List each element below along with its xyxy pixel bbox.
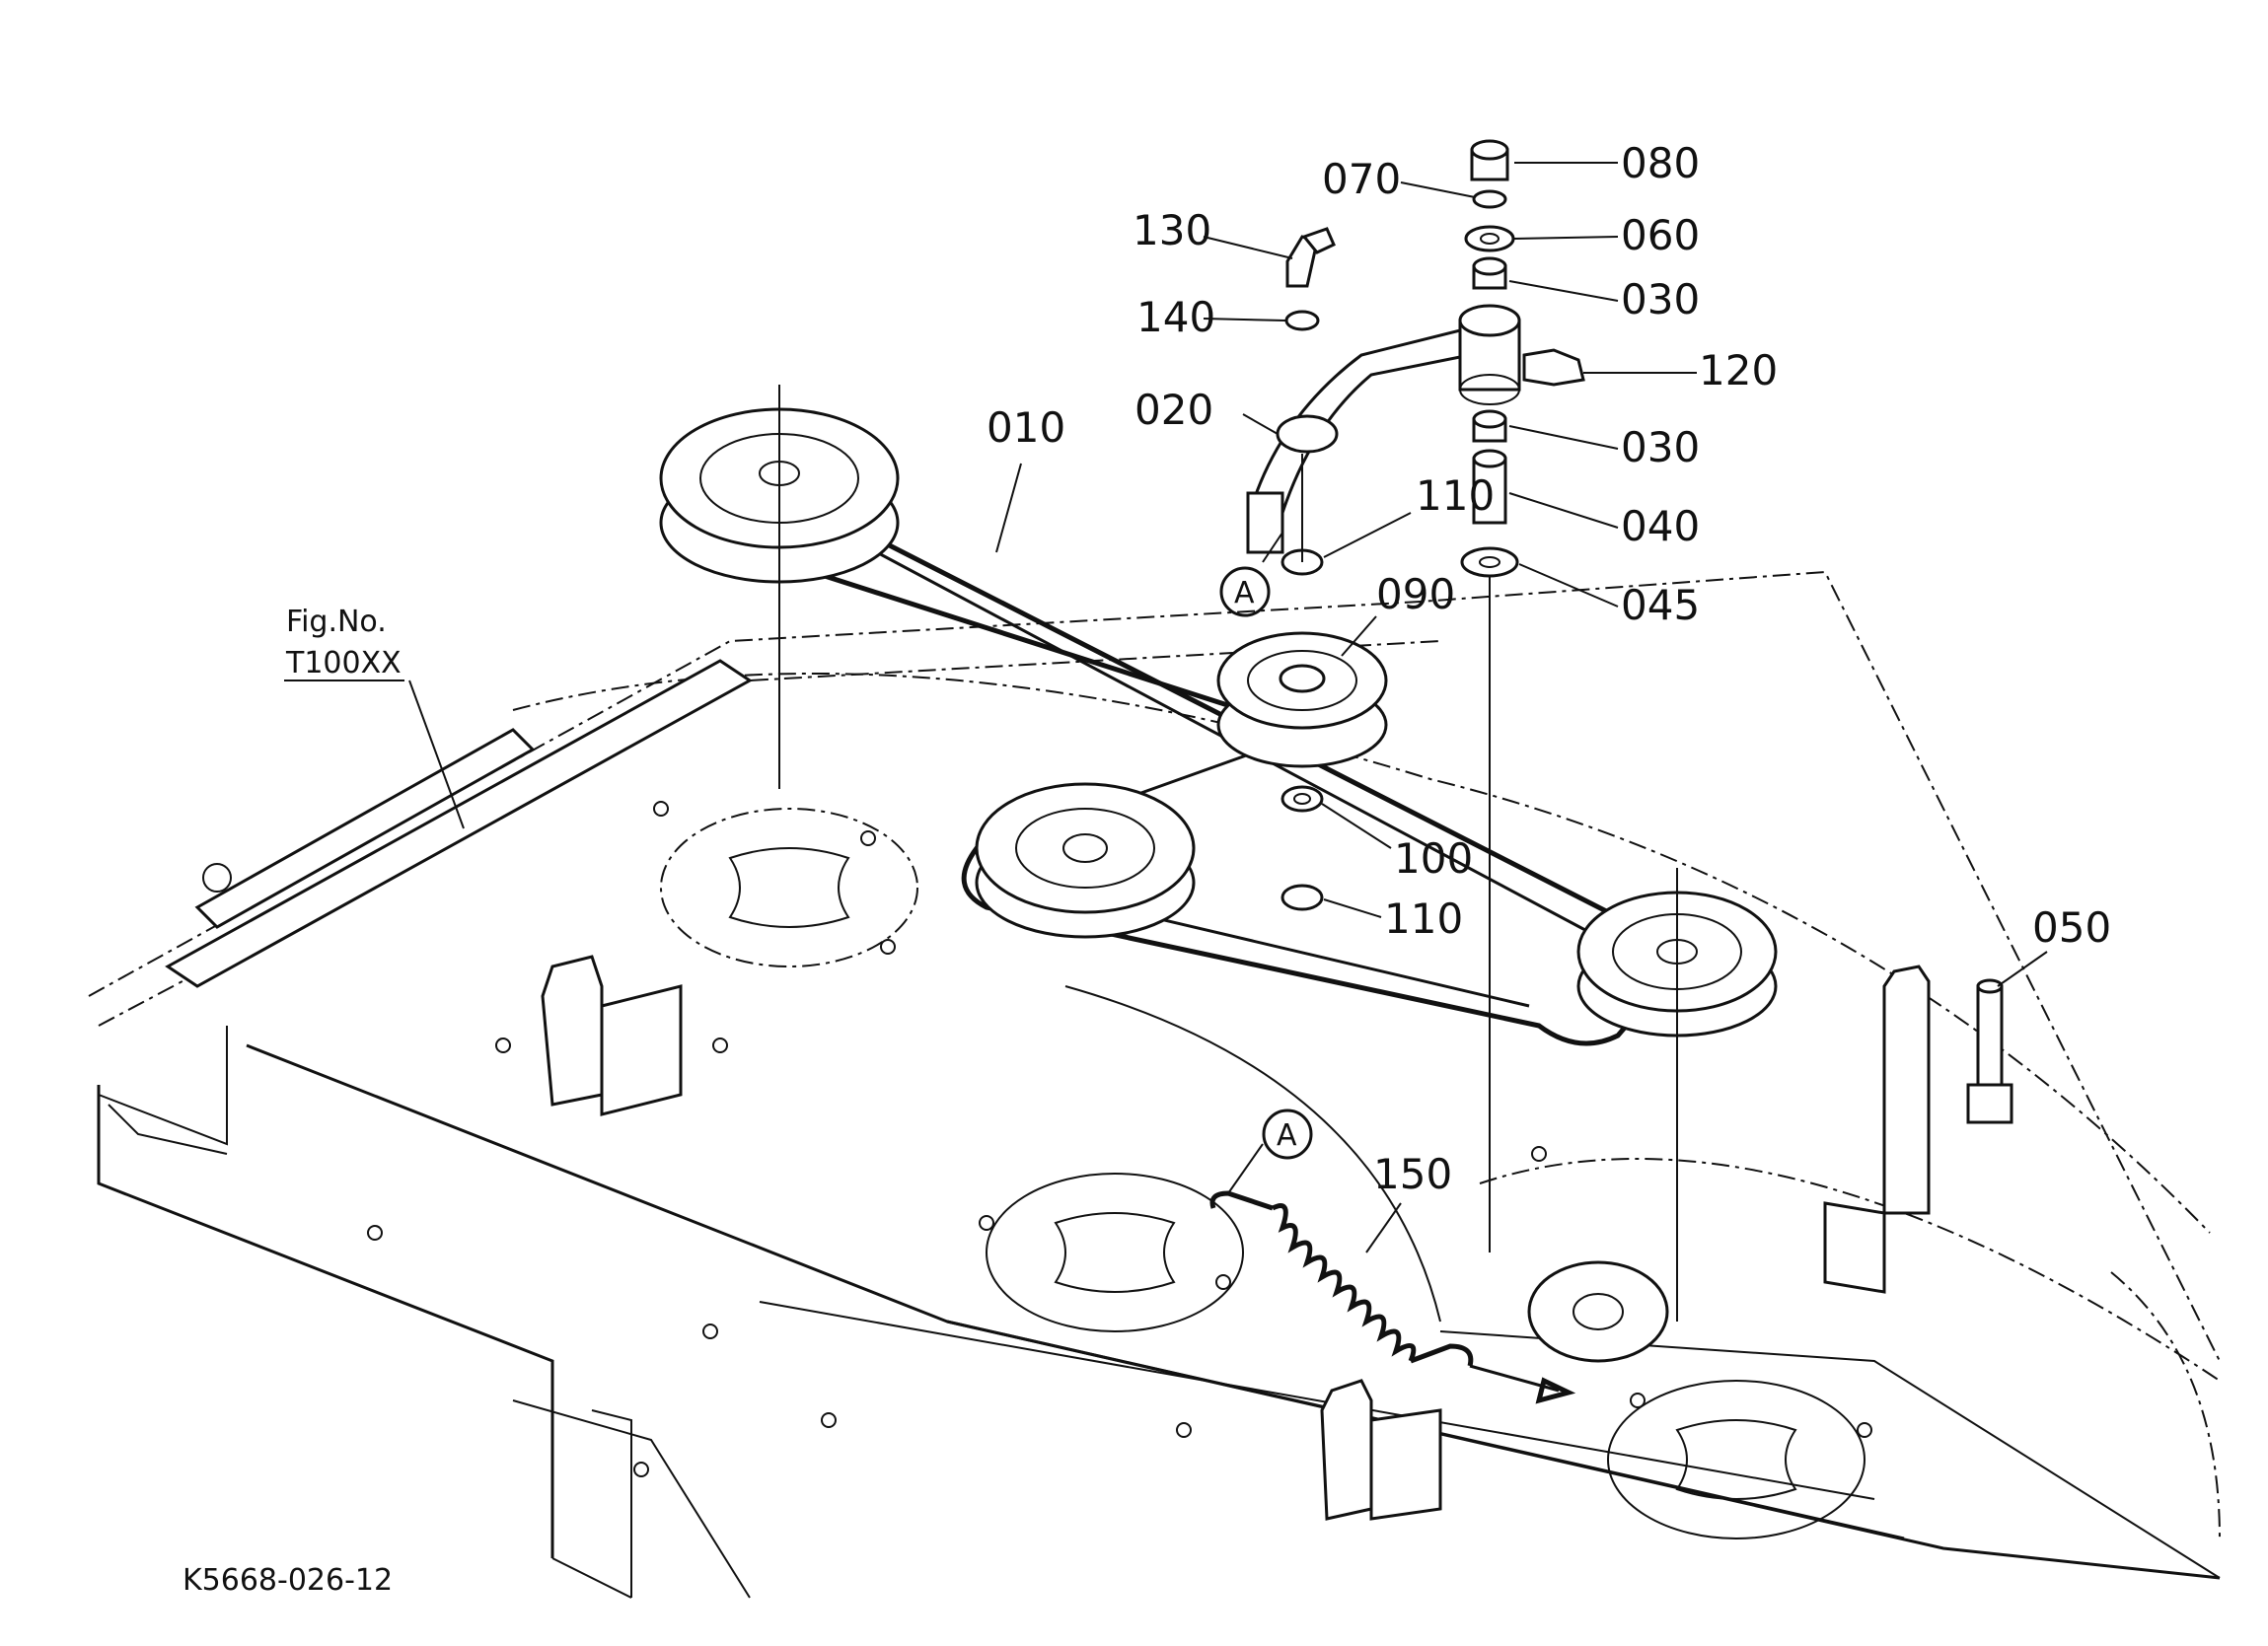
pulley-center (975, 782, 1196, 939)
bushing-030-upper (1472, 256, 1507, 290)
snap-ring-lower (1280, 884, 1324, 911)
label-050: 050 (2032, 903, 2111, 952)
fig-ref-title: Fig.No. (286, 605, 387, 639)
washer-070 (1472, 189, 1507, 209)
label-010: 010 (987, 403, 1065, 452)
grease-fitting-120 (1522, 348, 1585, 387)
label-060: 060 (1621, 211, 1700, 259)
mower-deck (88, 570, 2221, 1599)
label-070: 070 (1322, 155, 1401, 203)
label-120: 120 (1699, 346, 1778, 394)
callout-a-upper: A (1219, 566, 1271, 617)
gearbox-hub (1527, 1260, 1669, 1363)
bushing-030-lower (1472, 409, 1507, 443)
collar-040 (1472, 449, 1507, 525)
deck-bracket-right (1823, 965, 1931, 1294)
fig-ref-number: T100XX (285, 646, 402, 680)
deck-bracket-left (541, 955, 683, 1116)
callout-a-upper-text: A (1234, 576, 1255, 610)
bolt-050 (1966, 978, 2013, 1124)
label-110-lower: 110 (1384, 895, 1463, 943)
label-030-lower: 030 (1621, 423, 1700, 471)
spindle-opening-right (1607, 1380, 1866, 1539)
callout-a-lower-text: A (1277, 1118, 1297, 1153)
label-080: 080 (1621, 139, 1700, 187)
idler-pulley (1216, 631, 1388, 768)
washer-060 (1464, 225, 1515, 252)
washer-140 (1284, 310, 1320, 331)
callout-a-lower: A (1262, 1109, 1313, 1160)
tension-arm (1246, 328, 1473, 562)
washer-045 (1460, 546, 1519, 1252)
deck-holes (367, 801, 1872, 1477)
washer-100 (1280, 785, 1324, 813)
label-140: 140 (1136, 293, 1215, 341)
label-130: 130 (1133, 206, 1211, 254)
label-030-upper: 030 (1621, 275, 1700, 323)
leader-lines (408, 162, 2048, 1253)
label-045: 045 (1621, 581, 1700, 629)
grease-fitting-130 (1285, 227, 1336, 288)
label-020: 020 (1134, 386, 1213, 434)
label-090: 090 (1376, 570, 1455, 618)
label-110-upper: 110 (1416, 471, 1495, 520)
nut-080 (1470, 139, 1509, 181)
deck-bracket-center (1320, 1379, 1442, 1521)
arm-boss (1458, 304, 1521, 405)
spindle-opening-left (660, 808, 918, 967)
pulley-left-top (659, 385, 900, 789)
deck-side-arm (165, 659, 753, 988)
spindle-opening-center (986, 1173, 1244, 1332)
label-150: 150 (1373, 1150, 1452, 1198)
label-040: 040 (1621, 502, 1700, 550)
tension-spring-150 (1209, 1143, 1576, 1404)
label-100: 100 (1394, 834, 1473, 883)
figure-code: K5668-026-12 (183, 1563, 393, 1598)
pulley-right (1576, 868, 1778, 1322)
